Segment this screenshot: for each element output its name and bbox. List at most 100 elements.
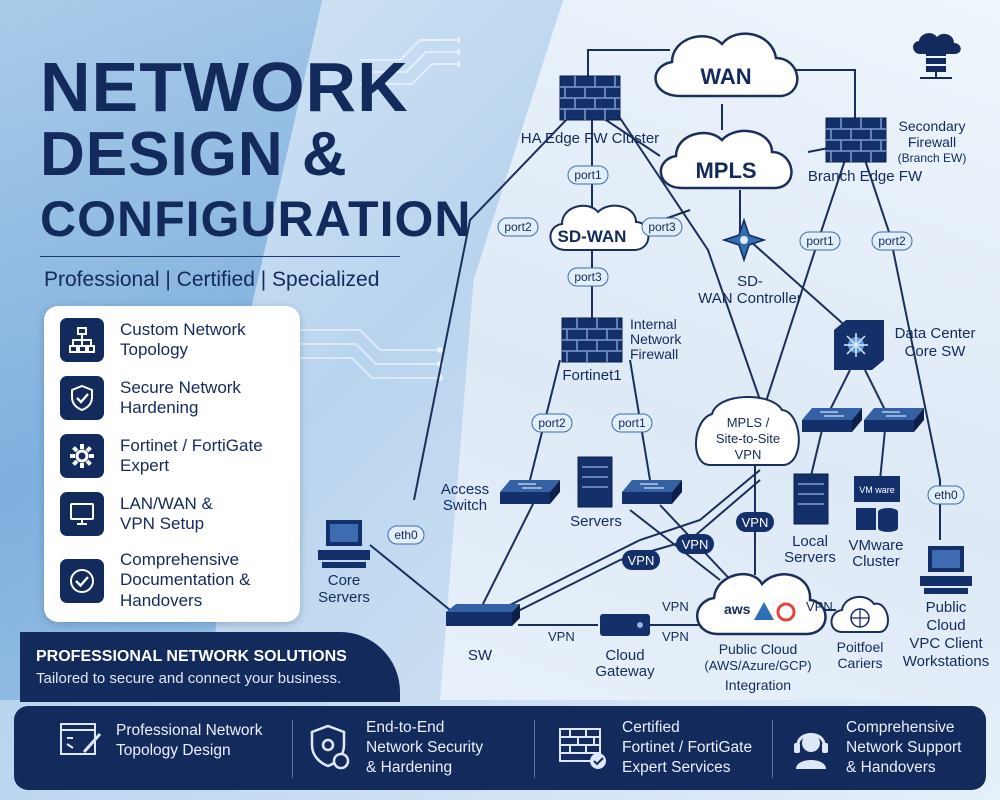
firewall-check-icon: [559, 728, 606, 770]
secondary-fw-line2: Firewall: [908, 134, 956, 150]
feature-item: Comprehensive Documentation & Handovers: [60, 550, 250, 611]
feature-item: Secure Network Hardening: [60, 376, 241, 420]
vpc-line3: VPC Client: [909, 635, 983, 652]
wan-label: WAN: [700, 64, 751, 89]
servers-label: Servers: [570, 513, 622, 530]
port-label: port2: [504, 220, 532, 234]
mpls-vpn-cloud: MPLS / Site-to-Site VPN: [695, 396, 800, 466]
feature-item: LAN/WAN & VPN Setup: [60, 492, 213, 536]
internal-fw-line3: Firewall: [630, 346, 678, 362]
circuit-decoration: [360, 37, 460, 85]
feature-label: Fortinet / FortiGate Expert: [120, 435, 263, 475]
mpls-vpn-line1: MPLS /: [727, 415, 770, 430]
port-label: port2: [878, 234, 906, 248]
vpn-label: VPN: [628, 553, 655, 568]
link: [587, 49, 670, 76]
link: [790, 69, 856, 120]
ha-edge-firewall-icon: [559, 75, 621, 121]
cloud-gateway-line2: Gateway: [595, 663, 655, 680]
footer-label: End-to-End Network Security & Hardening: [366, 719, 484, 777]
access-switch-icon: [499, 479, 561, 505]
monitor-icon: [60, 492, 104, 536]
port-label: port1: [574, 168, 602, 182]
branch-edge-label: Branch Edge FW: [808, 168, 923, 185]
port-label: port3: [648, 220, 676, 234]
access-switch-line2: Switch: [443, 497, 487, 514]
cloud-gateway-icon: [600, 614, 650, 636]
subtitle-divider: [40, 256, 400, 257]
shield-gear-icon: [310, 724, 350, 770]
public-cloud-icon: aws: [696, 572, 827, 636]
mpls-cloud: MPLS: [659, 129, 793, 190]
secondary-fw-line1: Secondary: [899, 118, 966, 134]
port-pills: port1 port2 port3 port3 port2 port1 port…: [387, 165, 965, 545]
title-line-1: NETWORK: [40, 48, 409, 126]
controller-line2: WAN Controller: [698, 290, 802, 307]
vpn-text-labels: VPN VPN VPN VPN: [548, 599, 833, 644]
footer-divider: [534, 720, 535, 778]
azure-icon: [754, 602, 774, 620]
subtitle: Professional | Certified | Specialized: [44, 268, 380, 291]
vpc-line2: Cloud: [926, 617, 965, 634]
vmware-line1: VMware: [848, 537, 903, 554]
feature-label: Custom Network Topology: [120, 319, 246, 359]
mpls-vpn-line2: Site-to-Site: [716, 431, 780, 446]
sw-label: SW: [468, 647, 493, 664]
internal-fw-line2: Network: [630, 331, 682, 347]
topology-icon: [60, 318, 104, 362]
vpn-label: VPN: [682, 537, 709, 552]
access-switch-line1: Access: [441, 481, 489, 498]
feature-label: Secure Network Hardening: [120, 377, 241, 417]
headset-icon: [794, 733, 828, 770]
footer-label: Professional Network Topology Design: [116, 721, 263, 759]
port-label: port3: [574, 270, 602, 284]
dc-switch-icon: [801, 407, 863, 433]
core-servers-line2: Servers: [318, 589, 370, 606]
internal-firewall-icon: [561, 317, 623, 363]
dc-core-line2: Core SW: [905, 343, 967, 360]
footer-label: Certified Fortinet / FortiGate Expert Se…: [622, 719, 753, 777]
public-cloud-line1: Public Cloud: [719, 641, 798, 657]
solutions-subtitle: Tailored to secure and connect your busi…: [36, 670, 342, 687]
public-cloud-line3: Integration: [725, 677, 791, 693]
vpc-line4: Workstations: [903, 653, 989, 670]
vpc-line1: Public: [926, 599, 967, 616]
vpn-label: VPN: [742, 515, 769, 530]
vpn-label: VPN: [662, 629, 689, 644]
footer-item: Comprehensive Network Support & Handover…: [788, 718, 961, 778]
local-servers-line1: Local: [792, 533, 828, 550]
dc-core-switch-icon: [834, 320, 884, 370]
gear-icon: [60, 434, 104, 478]
poitfoel-line1: Poitfoel: [837, 639, 884, 655]
port-label: eth0: [934, 488, 958, 502]
vmware-line2: Cluster: [852, 553, 900, 570]
sdwan-cloud: SD-WAN: [549, 204, 650, 251]
gcp-icon: [776, 602, 796, 622]
feature-item: Custom Network Topology: [60, 318, 246, 362]
ha-edge-label: HA Edge FW Cluster: [521, 130, 659, 147]
wan-cloud: WAN: [654, 32, 799, 98]
circuit-decoration-lower: [300, 329, 443, 381]
title-line-3: CONFIGURATION: [40, 191, 472, 247]
footer-item: Certified Fortinet / FortiGate Expert Se…: [558, 718, 752, 778]
port-label: eth0: [394, 528, 418, 542]
footer-item: End-to-End Network Security & Hardening: [308, 718, 483, 778]
sdwan-label: SD-WAN: [558, 227, 627, 246]
footer-item: Professional Network Topology Design: [58, 718, 262, 764]
features-card: Custom Network Topology Secure Network H…: [44, 306, 300, 622]
footer-divider: [772, 720, 773, 778]
design-icon: [60, 723, 102, 755]
solutions-title: PROFESSIONAL NETWORK SOLUTIONS: [36, 648, 347, 665]
vpn-label: VPN: [548, 629, 575, 644]
globe-cloud-icon: [830, 595, 889, 633]
feature-label: Comprehensive Documentation & Handovers: [120, 550, 251, 610]
vpn-label: VPN: [806, 599, 833, 614]
footer-label: Comprehensive Network Support & Handover…: [846, 719, 962, 777]
server-switch-icon: [621, 479, 683, 505]
mpls-vpn-line3: VPN: [735, 447, 762, 462]
title-line-2: DESIGN &: [40, 120, 348, 189]
server-icon: [577, 456, 613, 508]
cloud-server-icon: [913, 33, 961, 79]
aws-logo-label: aws: [724, 601, 751, 617]
feature-item: Fortinet / FortiGate Expert: [60, 434, 263, 478]
